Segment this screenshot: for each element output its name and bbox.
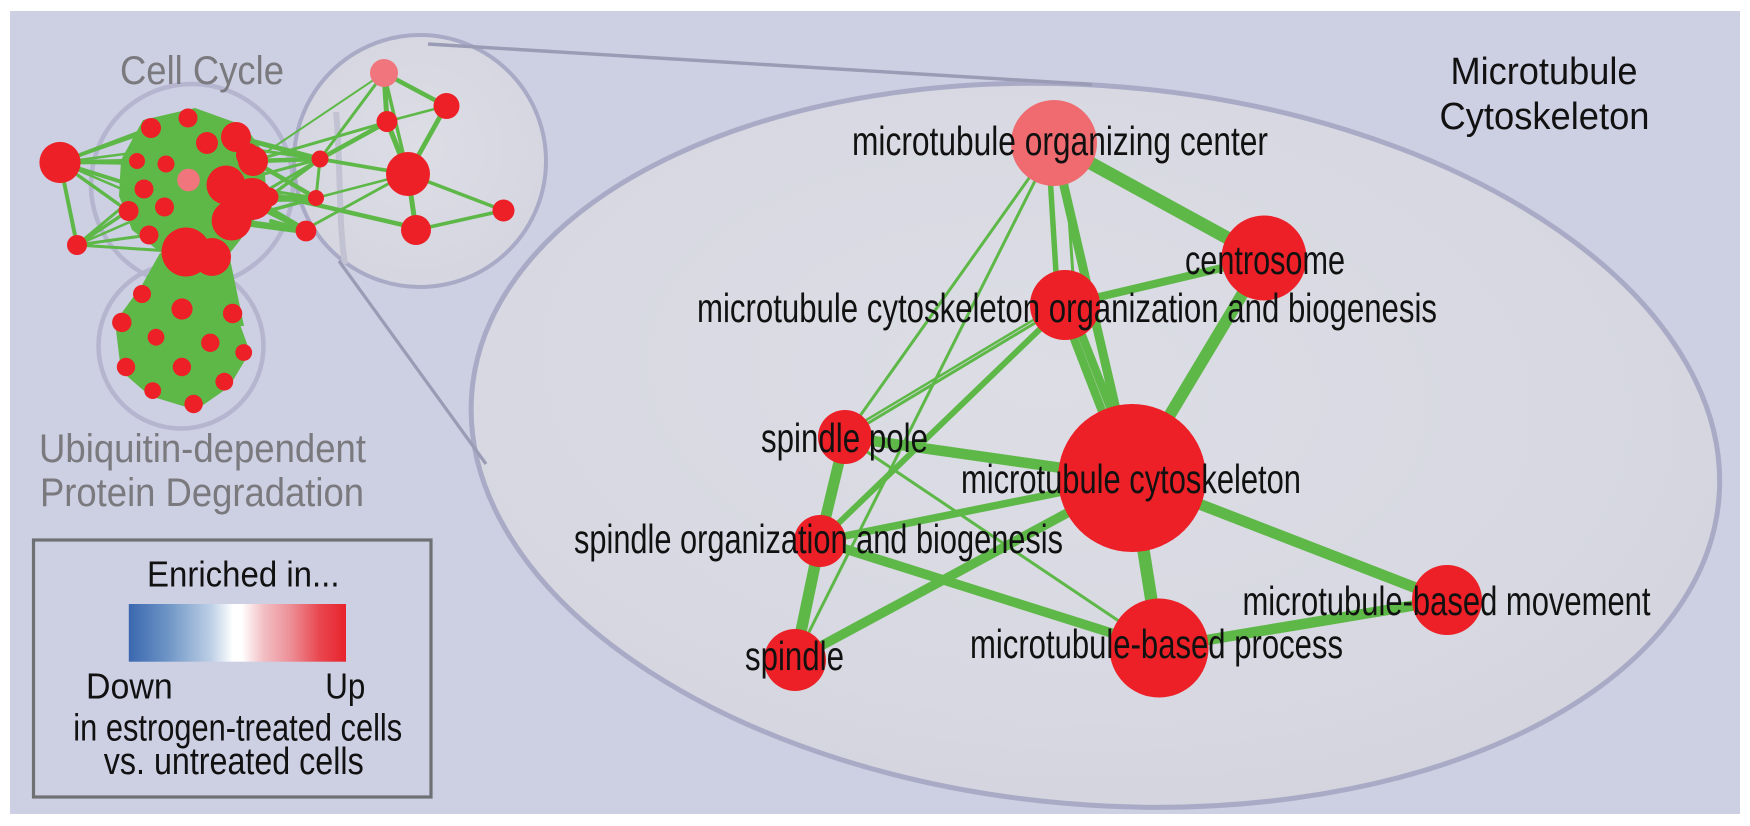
- svg-text:in estrogen-treated cells: in estrogen-treated cells: [73, 707, 402, 749]
- svg-text:Cell Cycle: Cell Cycle: [120, 49, 284, 93]
- svg-text:Enriched in...: Enriched in...: [147, 553, 340, 594]
- svg-text:spindle organization and bioge: spindle organization and biogenesis: [574, 516, 1063, 562]
- svg-text:microtubule-based process: microtubule-based process: [970, 621, 1343, 667]
- svg-text:Cytoskeleton: Cytoskeleton: [1440, 96, 1650, 138]
- svg-text:microtubule-based movement: microtubule-based movement: [1243, 578, 1651, 624]
- svg-text:microtubule cytoskeleton: microtubule cytoskeleton: [961, 456, 1301, 502]
- svg-text:spindle: spindle: [745, 633, 844, 679]
- svg-text:Ubiquitin-dependent: Ubiquitin-dependent: [39, 427, 366, 471]
- svg-text:vs. untreated cells: vs. untreated cells: [104, 741, 364, 783]
- svg-text:spindle pole: spindle pole: [761, 415, 928, 461]
- svg-text:Down: Down: [86, 666, 173, 707]
- svg-text:Protein Degradation: Protein Degradation: [40, 471, 364, 515]
- svg-text:centrosome: centrosome: [1185, 237, 1345, 283]
- svg-text:Up: Up: [325, 666, 365, 707]
- svg-text:microtubule organizing center: microtubule organizing center: [852, 118, 1268, 164]
- svg-text:microtubule cytoskeleton organ: microtubule cytoskeleton organization an…: [697, 285, 1437, 331]
- svg-text:Microtubule: Microtubule: [1451, 51, 1638, 93]
